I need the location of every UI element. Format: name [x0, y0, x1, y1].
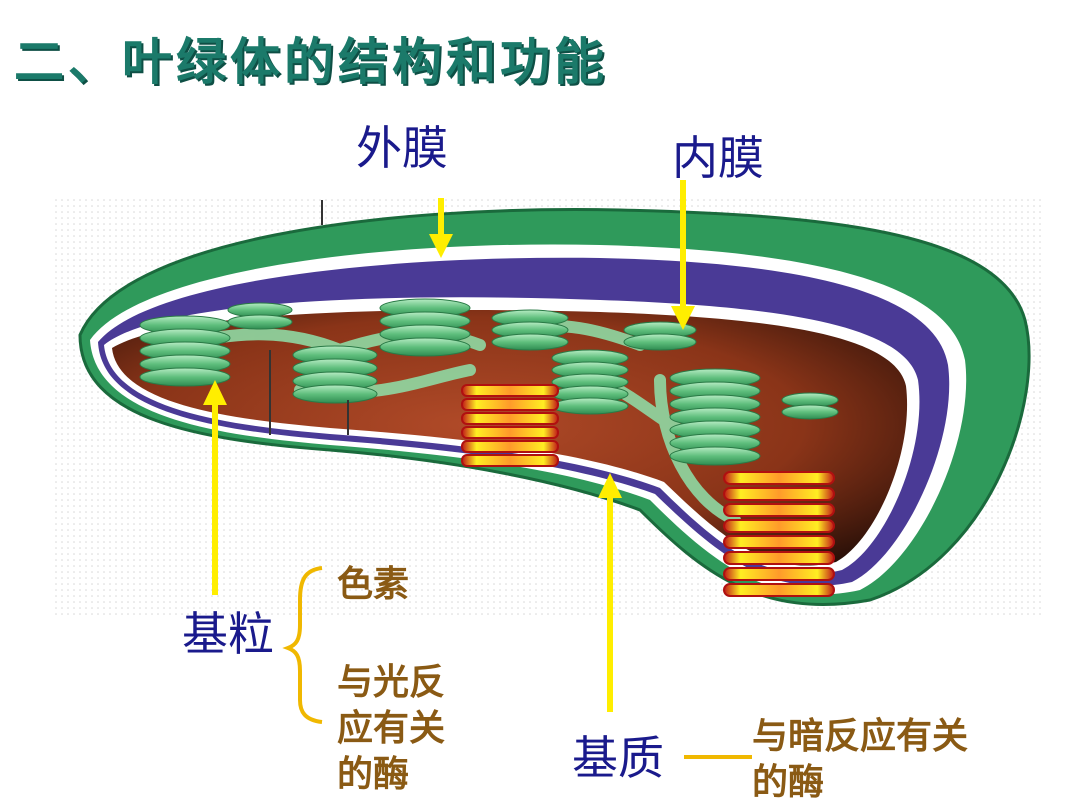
pointer-arrows — [203, 180, 695, 712]
granum-stack — [781, 392, 839, 420]
label-outer-membrane: 外膜 — [356, 121, 448, 175]
grana-note-line: 与光反 — [337, 662, 446, 703]
granum-stack — [551, 349, 629, 415]
label-inner-membrane: 内膜 — [672, 131, 764, 185]
guide-lines — [269, 200, 349, 435]
page-title: 二、叶绿体的结构和功能 — [14, 33, 608, 91]
granum-cross-section — [723, 471, 835, 597]
inner-membrane-arrow — [671, 180, 695, 330]
granum-cross-section — [461, 384, 559, 467]
grana-arrow — [203, 380, 227, 595]
grana-note-enzymes: 与光反 应有关 的酶 — [337, 660, 445, 798]
granum-stack — [491, 309, 569, 351]
granum-stack — [379, 298, 471, 357]
granum-stack — [227, 302, 293, 330]
outer-membrane-arrow — [429, 198, 453, 258]
stroma-arrow — [598, 473, 622, 712]
granum-stacks — [139, 298, 839, 466]
granum-stack — [623, 321, 697, 351]
stroma-note: 与暗反应有关 的酶 — [752, 714, 968, 806]
label-stroma: 基质 — [572, 731, 664, 785]
grana-note-pigment: 色素 — [337, 564, 410, 605]
grana-note-line: 应有关 — [337, 708, 446, 749]
grana-note-line: 的酶 — [337, 754, 410, 795]
stroma-note-line: 与暗反应有关 — [752, 716, 969, 757]
stroma-note-line: 的酶 — [752, 762, 825, 803]
label-grana: 基粒 — [182, 607, 274, 661]
granum-stack — [139, 315, 231, 387]
grana-brace — [282, 566, 323, 724]
granum-stack — [292, 345, 378, 404]
granum-stack — [669, 368, 761, 466]
